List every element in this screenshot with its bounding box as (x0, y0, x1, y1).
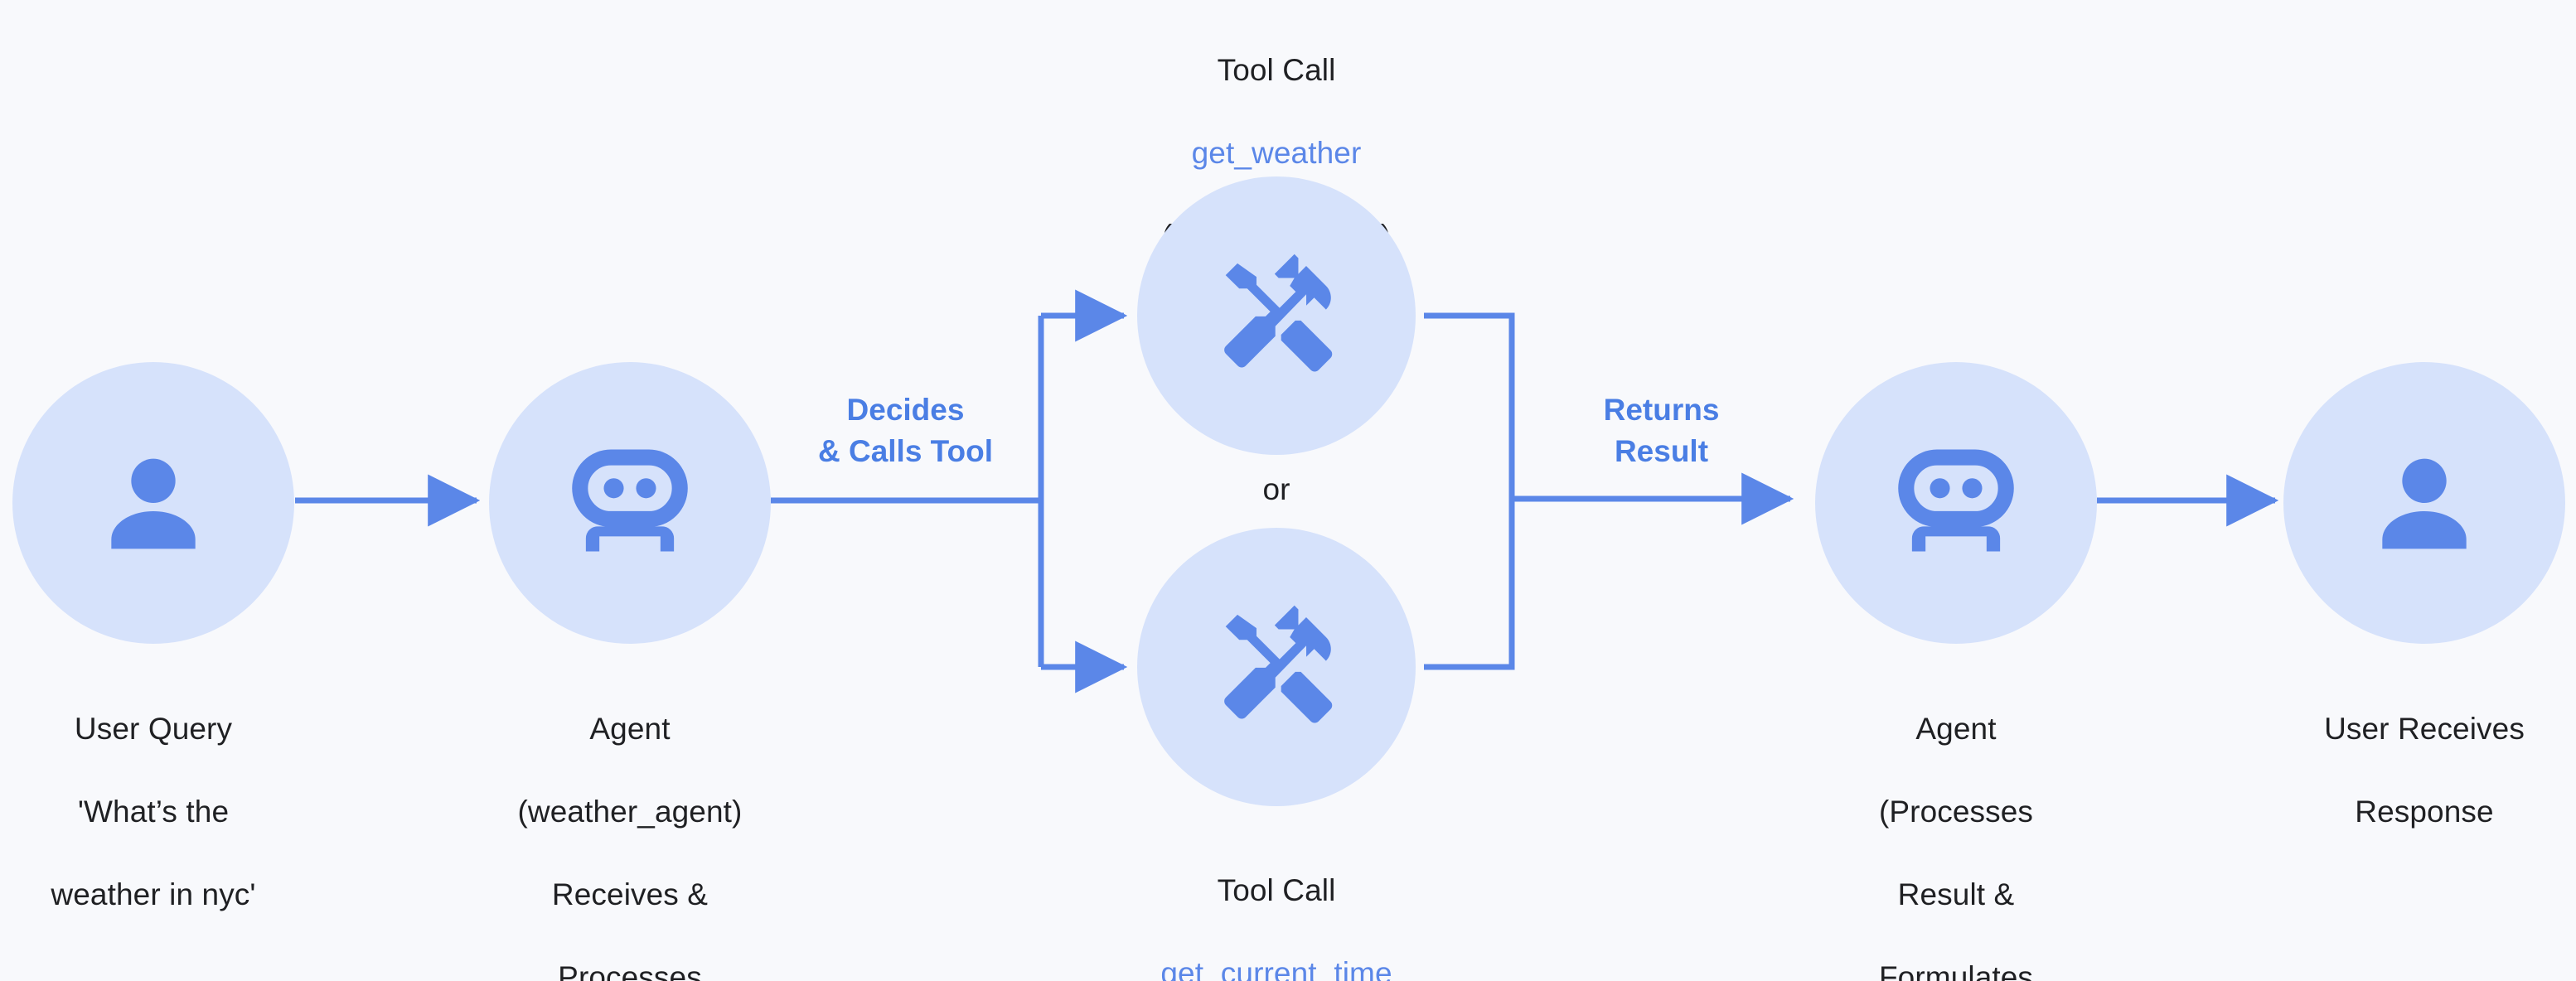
person-icon (87, 437, 220, 569)
caption-agent-processes: Agent (Processes Result & Formulates Res… (1811, 667, 2101, 981)
node-user-response[interactable] (2283, 362, 2565, 644)
branch-or-label: or (1262, 472, 1290, 506)
caption-line: Tool Call (1217, 53, 1336, 87)
caption-line: Receives & (551, 877, 709, 911)
caption-line: Response (2355, 795, 2494, 829)
handyman-tools-icon (1209, 600, 1344, 734)
caption-user-response: User Receives Response (2271, 667, 2576, 874)
robot-icon (1886, 433, 2026, 573)
robot-icon (559, 433, 700, 573)
handyman-tools-icon (1209, 249, 1344, 383)
person-icon (2358, 437, 2491, 569)
node-tool-current-time[interactable] (1137, 528, 1416, 806)
branch-merge-bracket (1424, 312, 1515, 670)
caption-line: User Query (74, 712, 233, 746)
caption-agent-receives: Agent (weather_agent) Receives & Process… (485, 667, 775, 981)
caption-tool-current-time: Tool Call get_current_time (1102, 829, 1450, 981)
caption-line: 'What’s the (77, 795, 230, 829)
node-user-query[interactable] (12, 362, 294, 644)
caption-line: Processes (558, 960, 702, 981)
node-agent-receives[interactable] (489, 362, 771, 644)
caption-line: (Processes (1878, 795, 2034, 829)
caption-line: Agent (1915, 712, 1997, 746)
edge-label-decides: Decides & Calls Tool (817, 393, 994, 468)
caption-line: Agent (589, 712, 671, 746)
caption-line: weather in nyc' (51, 877, 256, 911)
caption-line-code: get_weather (1191, 136, 1362, 170)
edge-label-returns: Returns Result (1603, 393, 1720, 468)
caption-line-code: get_current_time (1160, 956, 1392, 981)
node-agent-processes[interactable] (1815, 362, 2097, 644)
caption-line: User Receives (2324, 712, 2525, 746)
caption-user-query: User Query 'What’s the weather in nyc' (0, 667, 307, 957)
caption-line: Result & (1897, 877, 2015, 911)
node-tool-weather[interactable] (1137, 176, 1416, 455)
caption-line: (weather_agent) (517, 795, 743, 829)
caption-line: Formulates (1878, 960, 2034, 981)
caption-line: Tool Call (1217, 873, 1336, 907)
